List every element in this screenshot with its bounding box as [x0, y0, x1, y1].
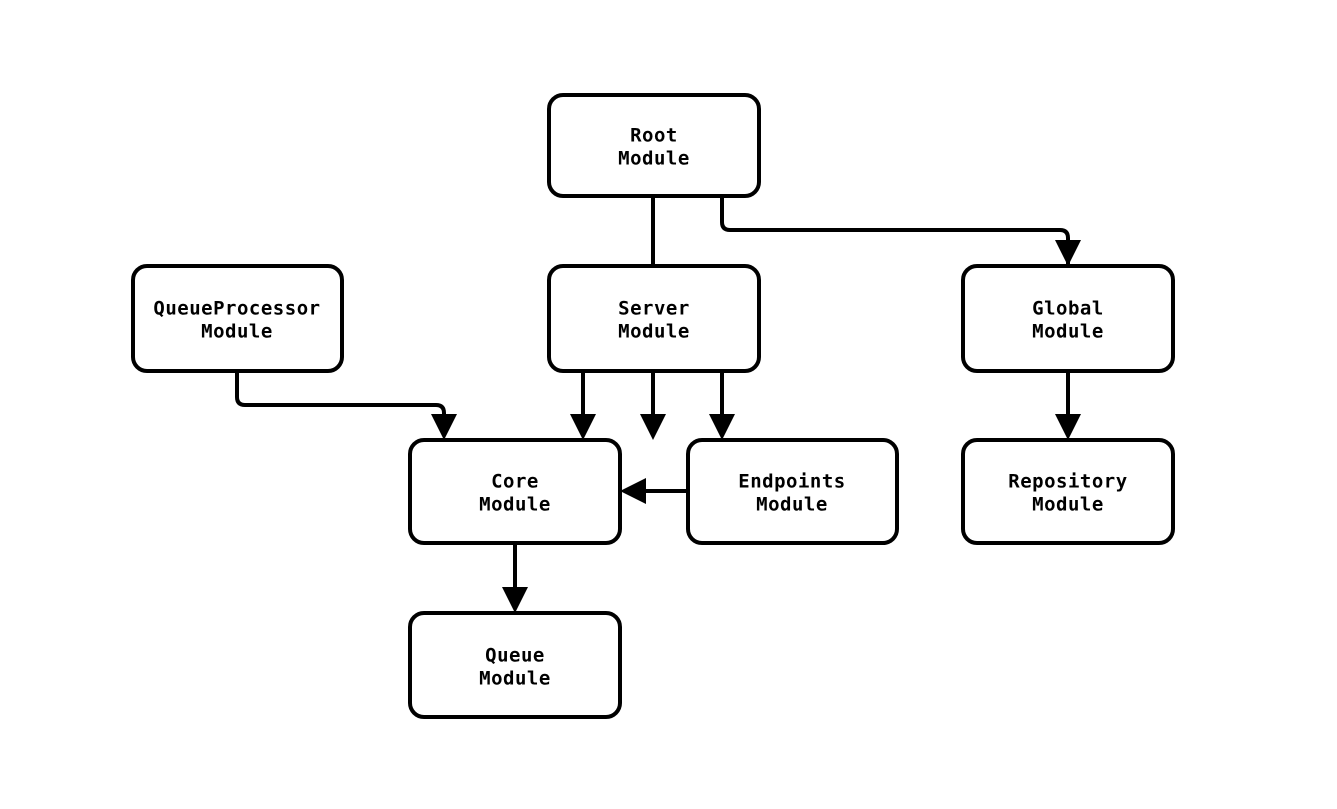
node-global-module[interactable]: Global Module [961, 264, 1175, 373]
edge-core-to-queue [502, 543, 528, 613]
edge-endpoints-to-core-arrowhead [620, 478, 646, 504]
node-queueprocessor-module-label-line1: QueueProcessor [153, 298, 320, 320]
edge-queueprocessor-to-core [235, 371, 457, 440]
node-queue-module-label-line2: Module [479, 668, 551, 690]
node-queue-module-label-line1: Queue [485, 645, 545, 667]
edge-root-to-server-arrowhead [640, 414, 666, 440]
node-core-module-box[interactable] [408, 438, 622, 545]
edge-server-to-core-arrowhead [570, 414, 596, 440]
edge-queueprocessor-to-core-arrowhead [431, 414, 457, 440]
node-server-module-label-line2: Module [618, 321, 690, 343]
node-server-module-box[interactable] [547, 264, 761, 373]
node-global-module-label-line2: Module [1032, 321, 1104, 343]
edge-global-to-repository-arrowhead [1055, 414, 1081, 440]
node-root-module-label-line1: Root [630, 125, 678, 147]
node-root-module-label-line2: Module [618, 148, 690, 170]
edge-global-to-repository [1055, 371, 1081, 440]
node-endpoints-module-label-line1: Endpoints [738, 471, 845, 493]
edge-core-to-queue-arrowhead [502, 587, 528, 613]
edge-root-to-global-line [720, 196, 1070, 425]
node-root-module-box[interactable] [547, 93, 761, 198]
edge-server-to-endpoints [709, 371, 735, 440]
node-queueprocessor-module-box[interactable] [131, 264, 344, 373]
edge-endpoints-to-core [620, 478, 688, 504]
node-queueprocessor-module[interactable]: QueueProcessor Module [131, 264, 344, 373]
node-queue-module[interactable]: Queue Module [408, 611, 622, 719]
node-repository-module-box[interactable] [961, 438, 1175, 545]
edge-server-to-endpoints-arrowhead [709, 414, 735, 440]
node-endpoints-module-label-line2: Module [756, 494, 828, 516]
edge-server-to-core [570, 371, 596, 440]
node-core-module-label-line1: Core [491, 471, 539, 493]
edge-queueprocessor-to-core-line [235, 371, 446, 425]
node-repository-module-label-line1: Repository [1008, 471, 1127, 493]
node-root-module[interactable]: Root Module [547, 93, 761, 198]
node-server-module-label-line1: Server [618, 298, 690, 320]
node-global-module-label-line1: Global [1032, 298, 1104, 320]
node-repository-module[interactable]: Repository Module [961, 438, 1175, 545]
node-core-module[interactable]: Core Module [408, 438, 622, 545]
node-server-module[interactable]: Server Module [547, 264, 761, 373]
edge-root-to-global-arrowhead [1055, 240, 1081, 266]
node-queueprocessor-module-label-line2: Module [201, 321, 273, 343]
node-core-module-label-line2: Module [479, 494, 551, 516]
node-queue-module-box[interactable] [408, 611, 622, 719]
node-repository-module-label-line2: Module [1032, 494, 1104, 516]
node-global-module-box[interactable] [961, 264, 1175, 373]
edge-root-to-global [720, 196, 1081, 425]
node-endpoints-module-box[interactable] [686, 438, 899, 545]
node-endpoints-module[interactable]: Endpoints Module [686, 438, 899, 545]
